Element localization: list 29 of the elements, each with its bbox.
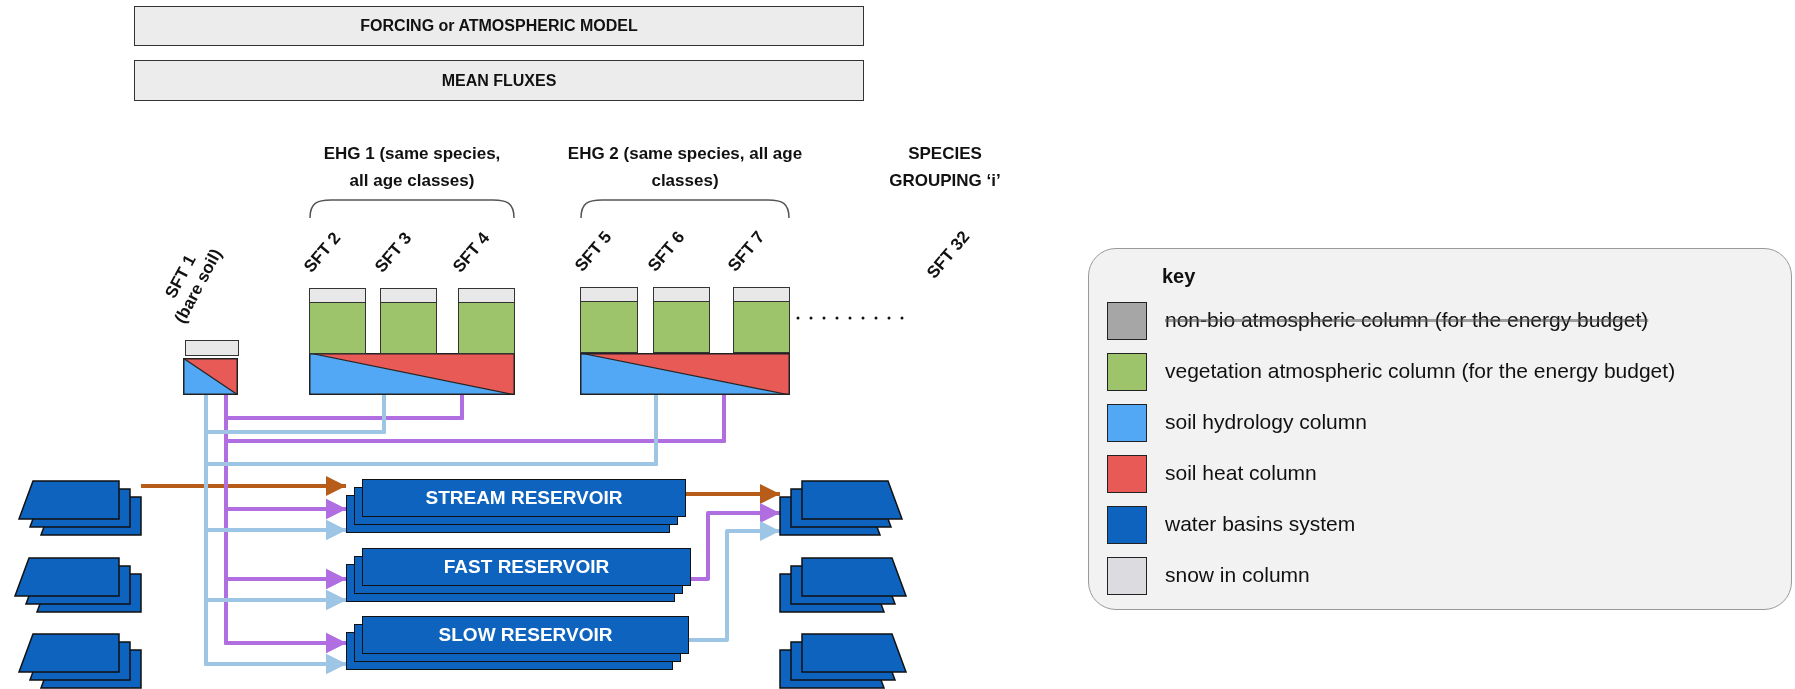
water-basin-stack xyxy=(780,634,906,688)
header-bar: FORCING or ATMOSPHERIC MODEL xyxy=(134,6,864,46)
group-label: EHG 2 (same species, all age classes) xyxy=(566,143,804,193)
legend-title: key xyxy=(1162,265,1196,288)
water-basin-stack xyxy=(19,481,141,535)
group-label: EHG 1 (same species, all age classes) xyxy=(322,143,502,193)
header-bar: MEAN FLUXES xyxy=(134,60,864,101)
water-basin-stack xyxy=(19,634,141,688)
legend-text: water basins system xyxy=(1165,512,1356,536)
legend-text: non-bio atmospheric column (for the energy budget) xyxy=(1165,308,1649,332)
flow-arrow xyxy=(686,484,780,504)
column-label: SFT 1 (bare soil) xyxy=(160,244,227,328)
reservoir-label: SLOW RESERVOIR xyxy=(437,624,614,646)
legend-text: soil heat column xyxy=(1165,461,1317,485)
reservoir-stack xyxy=(346,548,691,602)
water-basin-stack xyxy=(15,558,141,612)
legend-text: snow in column xyxy=(1165,563,1310,587)
flow-arrow xyxy=(141,476,346,496)
water-basin-stack xyxy=(780,481,902,535)
group-label: SPECIES GROUPING ‘i’ xyxy=(888,143,1002,193)
reservoir-stack xyxy=(346,616,689,670)
flow-arrow xyxy=(689,521,780,642)
reservoir-stack xyxy=(346,479,686,533)
reservoir-label: FAST RESERVOIR xyxy=(442,556,611,578)
legend-text: vegetation atmospheric column (for the energy budget) xyxy=(1165,359,1676,383)
reservoir-label: STREAM RESERVOIR xyxy=(424,487,624,509)
legend-text: soil hydrology column xyxy=(1165,410,1367,434)
water-basin-stack xyxy=(780,558,906,612)
flow-arrow xyxy=(691,503,780,581)
